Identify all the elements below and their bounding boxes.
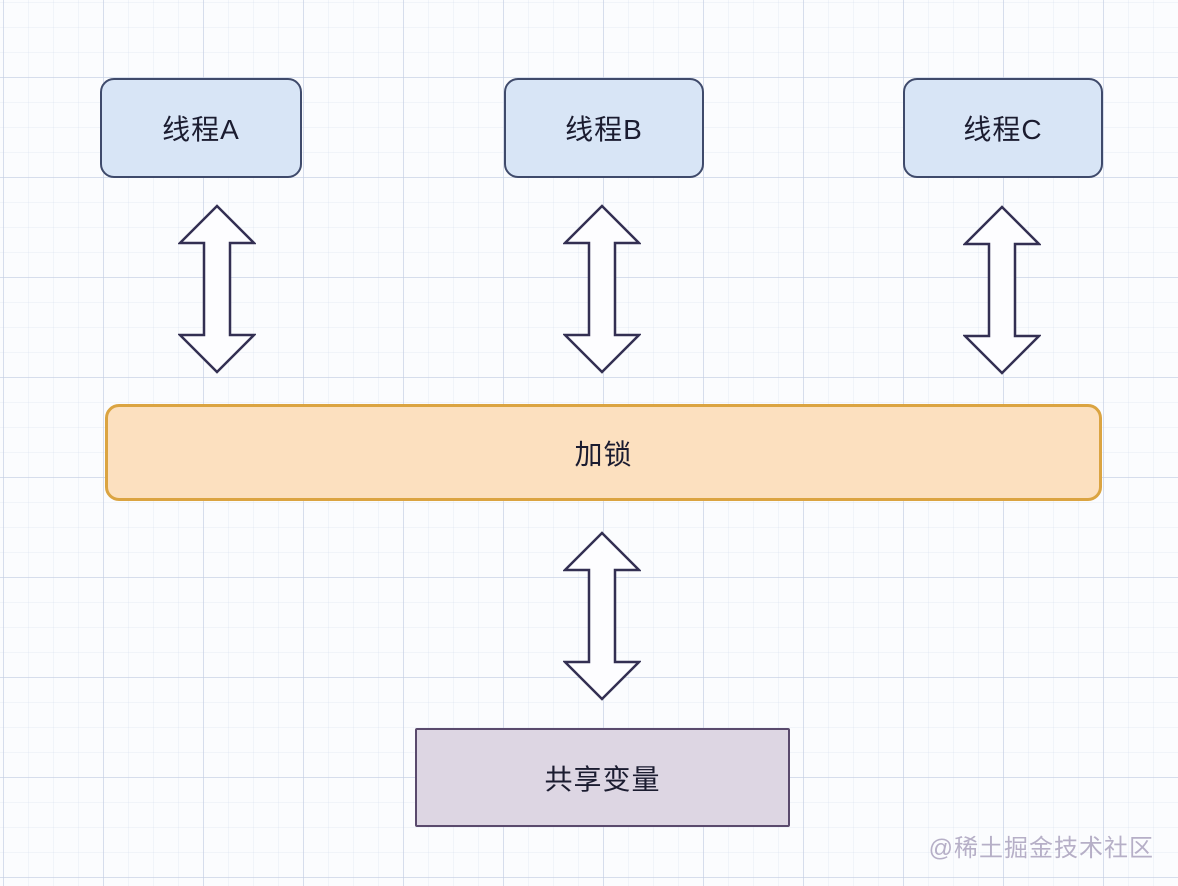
node-lock-label: 加锁: [574, 438, 633, 470]
node-shared-variable: 共享变量: [415, 728, 790, 827]
node-thread-c-label: 线程C: [963, 114, 1043, 145]
node-thread-a-label: 线程A: [162, 114, 240, 145]
bidirectional-arrow-icon: [563, 531, 641, 701]
bidirectional-arrow-icon: [563, 204, 641, 374]
node-lock: 加锁: [105, 404, 1102, 501]
node-thread-c: 线程C: [903, 78, 1103, 178]
node-thread-a: 线程A: [100, 78, 302, 178]
bidirectional-arrow-icon: [178, 204, 256, 374]
bidirectional-arrow-icon: [963, 205, 1041, 375]
node-thread-b: 线程B: [504, 78, 704, 178]
node-thread-b-label: 线程B: [565, 114, 643, 145]
node-shared-variable-label: 共享变量: [544, 763, 661, 795]
watermark: @稀土掘金技术社区: [928, 835, 1154, 862]
